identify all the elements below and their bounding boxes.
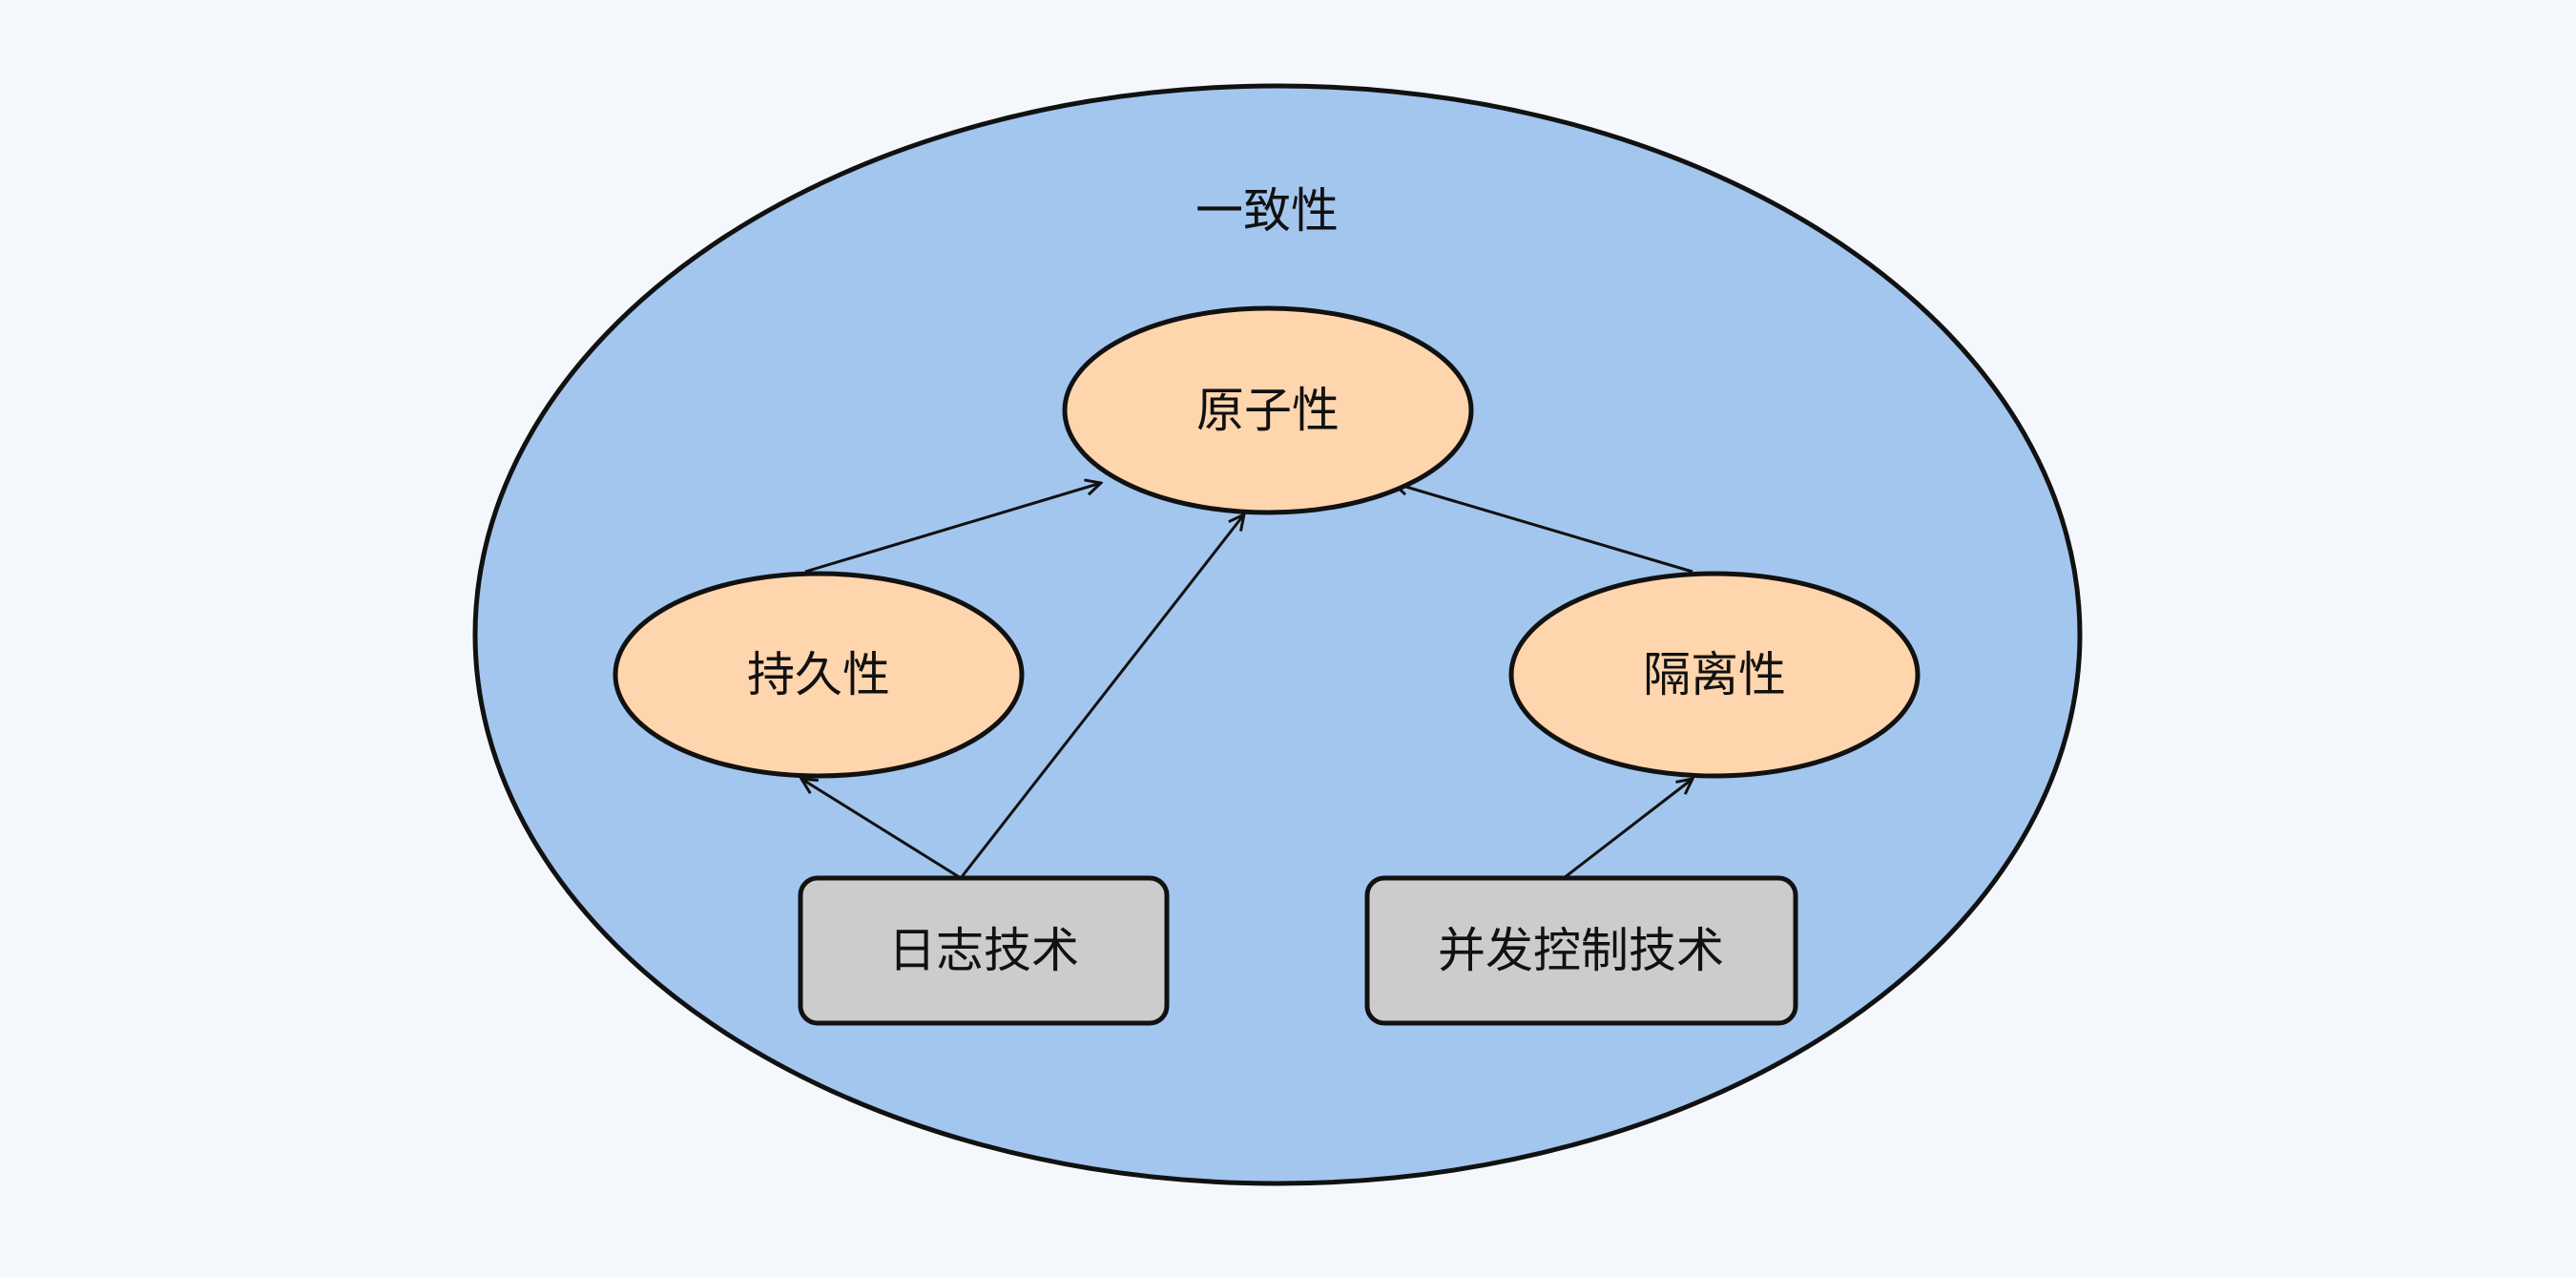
edge-isolation-atomicity: [1393, 483, 1693, 574]
edge-concurrency-isolation: [1563, 779, 1693, 880]
edge-durability-atomicity: [804, 483, 1101, 574]
node-logging: 日志技术: [798, 875, 1170, 1026]
consistency-label: 一致性: [1195, 183, 1339, 239]
node-atomicity: 原子性: [1062, 305, 1474, 515]
node-concurrency: 并发控制技术: [1364, 875, 1798, 1026]
durability-label: 持久性: [747, 647, 890, 702]
edges: [801, 483, 1693, 880]
isolation-label: 隔离性: [1643, 647, 1786, 702]
edge-logging-atomicity: [959, 514, 1244, 879]
node-durability: 持久性: [613, 571, 1025, 779]
atomicity-label: 原子性: [1196, 383, 1340, 438]
logging-label: 日志技术: [888, 923, 1079, 978]
edge-logging-durability: [801, 779, 962, 880]
node-isolation: 隔离性: [1508, 571, 1921, 779]
concurrency-label: 并发控制技术: [1438, 923, 1724, 978]
